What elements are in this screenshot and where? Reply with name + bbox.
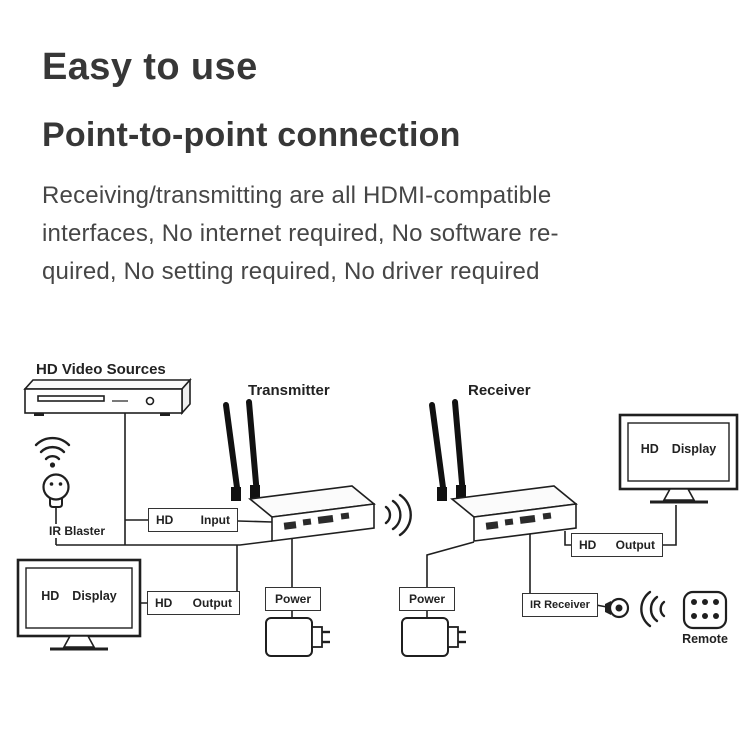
hd-display-left <box>16 558 142 651</box>
hd-input-hd: HD <box>156 513 174 527</box>
wireless-link-icon <box>384 493 412 537</box>
power-right-label-box: Power <box>399 587 455 611</box>
hd-input-label-box: HD Input <box>148 508 238 532</box>
display-hd-label: HD <box>640 442 659 456</box>
display-left-text: HD Display <box>26 589 132 603</box>
hd-video-source-device <box>23 377 192 416</box>
page-subtitle: Point-to-point connection <box>42 116 461 154</box>
hd-output-hd: HD <box>579 538 597 552</box>
ir-receiver-sensor-icon <box>605 597 630 619</box>
power-left-label-box: Power <box>265 587 321 611</box>
hd-output-right-label-box: HD Output <box>571 533 663 557</box>
connection-diagram: HD Video Sources Transmitter Receiver IR… <box>0 355 750 750</box>
description-line: quired, No setting required, No driver r… <box>42 258 540 285</box>
power-label: Power <box>274 592 311 606</box>
hd-input-port: Input <box>200 513 230 527</box>
hd-display-right <box>618 413 739 504</box>
display-label: Display <box>671 442 717 456</box>
remote-label: Remote <box>682 632 728 646</box>
power-adapter-left <box>265 617 330 657</box>
hd-output-port: Output <box>615 538 655 552</box>
transmitter-device <box>223 399 376 542</box>
ir-signal-icon <box>640 590 666 628</box>
display-label: Display <box>72 589 117 603</box>
remote-control-icon <box>682 590 728 630</box>
display-right-text: HD Display <box>628 442 729 456</box>
display-hd-label: HD <box>41 589 60 603</box>
receiver-device <box>429 399 578 542</box>
hd-output-hd: HD <box>155 596 173 610</box>
power-label: Power <box>408 592 445 606</box>
wifi-signal-icon <box>34 436 71 468</box>
description-line: Receiving/transmitting are all HDMI-comp… <box>42 182 552 209</box>
ir-blaster-label: IR Blaster <box>46 524 109 538</box>
power-adapter-right <box>401 617 466 657</box>
ir-receiver-label-box: IR Receiver <box>522 593 598 617</box>
receiver-label: Receiver <box>468 382 531 399</box>
hd-video-sources-label: HD Video Sources <box>36 361 166 378</box>
hd-output-port: Output <box>192 596 232 610</box>
transmitter-label: Transmitter <box>248 382 330 399</box>
description: Receiving/transmitting are all HDMI-comp… <box>42 177 722 291</box>
ir-receiver-label: IR Receiver <box>530 599 590 611</box>
description-line: interfaces, No internet required, No sof… <box>42 220 559 247</box>
ir-blaster-plug-icon <box>42 473 70 508</box>
hd-output-left-label-box: HD Output <box>147 591 240 615</box>
page-title: Easy to use <box>42 46 258 88</box>
header: Easy to use Point-to-point connection Re… <box>42 46 722 291</box>
